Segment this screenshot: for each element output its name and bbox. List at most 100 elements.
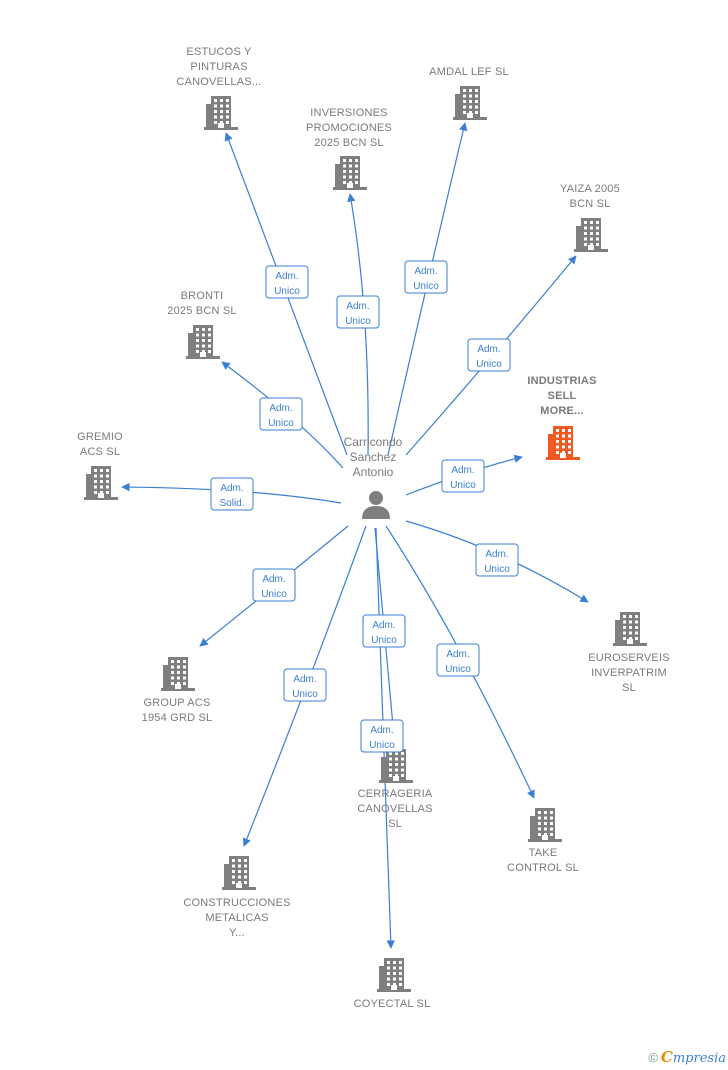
- role-badge-inversiones: Adm. Unico: [336, 295, 380, 329]
- role-label: Unico: [292, 689, 318, 700]
- edge-to-estucos: [224, 132, 348, 456]
- role-label: Unico: [345, 316, 371, 327]
- role-label: Unico: [371, 635, 397, 646]
- role-label: Adm.: [269, 403, 292, 414]
- role-label: Adm.: [293, 674, 316, 685]
- company-label-estucos: ESTUCOS Y: [186, 46, 252, 58]
- role-label: Adm.: [477, 344, 500, 355]
- role-badge-industrias: Adm. Unico: [441, 459, 485, 493]
- company-label-euroserveis: EUROSERVEIS: [588, 652, 669, 664]
- company-node-construcciones[interactable]: CONSTRUCCIONESMETALICASY...: [183, 856, 290, 939]
- role-label: Unico: [445, 664, 471, 675]
- company-node-estucos[interactable]: ESTUCOS YPINTURASCANOVELLAS...: [176, 46, 261, 130]
- edges-layer: [121, 122, 589, 949]
- company-label-euroserveis: INVERPATRIM: [591, 667, 667, 679]
- building-icon: [186, 325, 220, 359]
- building-icon: [453, 86, 487, 120]
- company-label-group: GROUP ACS: [143, 697, 210, 709]
- building-icon: [204, 96, 238, 130]
- role-label: Unico: [261, 589, 287, 600]
- building-icon: [333, 156, 367, 190]
- role-label: Adm.: [485, 549, 508, 560]
- role-label: Adm.: [451, 465, 474, 476]
- company-label-cerrageria: CERRAGERIA: [358, 788, 433, 800]
- company-label-construcciones: Y...: [229, 927, 245, 939]
- company-label-industrias: SELL: [548, 390, 577, 402]
- building-icon: [574, 218, 608, 252]
- company-label-coyectal: COYECTAL SL: [354, 998, 431, 1010]
- company-node-industrias[interactable]: INDUSTRIASSELLMORE...: [527, 375, 596, 460]
- person-name-label: Sanchez: [350, 450, 397, 464]
- person-name-label: Carricondo: [344, 435, 403, 449]
- person-name-label: Antonio: [353, 465, 394, 479]
- role-badge-cerrageria: Adm. Unico: [362, 614, 406, 648]
- role-badge-take: Adm. Unico: [436, 643, 480, 677]
- company-label-yaiza: BCN SL: [570, 198, 611, 210]
- role-label: Unico: [274, 286, 300, 297]
- building-icon: [613, 612, 647, 646]
- company-node-group[interactable]: GROUP ACS 1954 GRD SL: [142, 657, 213, 724]
- company-label-take: CONTROL SL: [507, 862, 579, 874]
- company-label-yaiza: YAIZA 2005: [560, 183, 620, 195]
- company-label-estucos: CANOVELLAS...: [176, 76, 261, 88]
- company-label-industrias: MORE...: [540, 405, 584, 417]
- company-node-euroserveis[interactable]: EUROSERVEIS INVERPATRIM SL: [588, 612, 670, 694]
- role-badge-estucos: Adm. Unico: [265, 265, 309, 299]
- company-label-inversiones: PROMOCIONES: [306, 122, 392, 134]
- person-icon: [362, 491, 390, 519]
- role-badge-gremio: Adm. Solid.: [210, 477, 254, 511]
- role-label: Solid.: [219, 498, 244, 509]
- company-label-euroserveis: SL: [622, 682, 636, 694]
- role-label: Adm.: [414, 266, 437, 277]
- role-label: Unico: [369, 740, 395, 751]
- company-node-amdal[interactable]: AMDAL LEF SL: [429, 66, 509, 120]
- role-label: Adm.: [372, 620, 395, 631]
- building-icon: [84, 466, 118, 500]
- company-label-inversiones: 2025 BCN SL: [314, 137, 383, 149]
- edge-labels-layer: Adm.UnicoAdm.UnicoAdm.UnicoAdm.UnicoAdm.…: [210, 260, 519, 753]
- role-label: Adm.: [446, 649, 469, 660]
- company-label-gremio: GREMIO: [77, 431, 123, 443]
- company-label-bronti: BRONTI: [181, 290, 224, 302]
- role-label: Adm.: [346, 301, 369, 312]
- company-label-take: TAKE: [529, 847, 558, 859]
- company-node-inversiones[interactable]: INVERSIONES PROMOCIONES 2025 BCN SL: [306, 107, 392, 190]
- company-label-group: 1954 GRD SL: [142, 712, 213, 724]
- role-badge-construcciones: Adm. Unico: [283, 668, 327, 702]
- company-label-cerrageria: SL: [388, 818, 402, 830]
- role-label: Unico: [450, 480, 476, 491]
- role-badge-euroserveis: Adm. Unico: [475, 543, 519, 577]
- building-icon: [528, 808, 562, 842]
- footer-brand[interactable]: ©Cmpresia: [648, 1048, 726, 1066]
- role-label: Adm.: [275, 271, 298, 282]
- company-label-bronti: 2025 BCN SL: [167, 305, 236, 317]
- role-badge-yaiza: Adm. Unico: [467, 338, 511, 372]
- role-label: Unico: [476, 359, 502, 370]
- role-label: Unico: [413, 281, 439, 292]
- role-label: Adm.: [262, 574, 285, 585]
- building-icon: [161, 657, 195, 691]
- role-label: Unico: [484, 564, 510, 575]
- role-label: Adm.: [220, 483, 243, 494]
- role-label: Unico: [268, 418, 294, 429]
- company-label-amdal: AMDAL LEF SL: [429, 66, 509, 78]
- building-icon: [379, 749, 413, 783]
- company-node-take[interactable]: TAKE CONTROL SL: [507, 808, 579, 874]
- role-badge-coyectal: Adm.Unico: [360, 719, 404, 753]
- company-node-coyectal[interactable]: COYECTAL SL: [354, 958, 431, 1010]
- role-badge-amdal: Adm. Unico: [404, 260, 448, 294]
- company-label-construcciones: METALICAS: [205, 912, 268, 924]
- company-node-bronti[interactable]: BRONTI 2025 BCN SL: [167, 290, 237, 359]
- building-icon: [377, 958, 411, 992]
- building-icon: [546, 426, 580, 460]
- company-label-inversiones: INVERSIONES: [310, 107, 387, 119]
- role-badge-bronti: Adm. Unico: [259, 397, 303, 431]
- brand-logo: Cmpresia: [660, 1048, 726, 1066]
- copyright-icon: ©: [648, 1050, 658, 1065]
